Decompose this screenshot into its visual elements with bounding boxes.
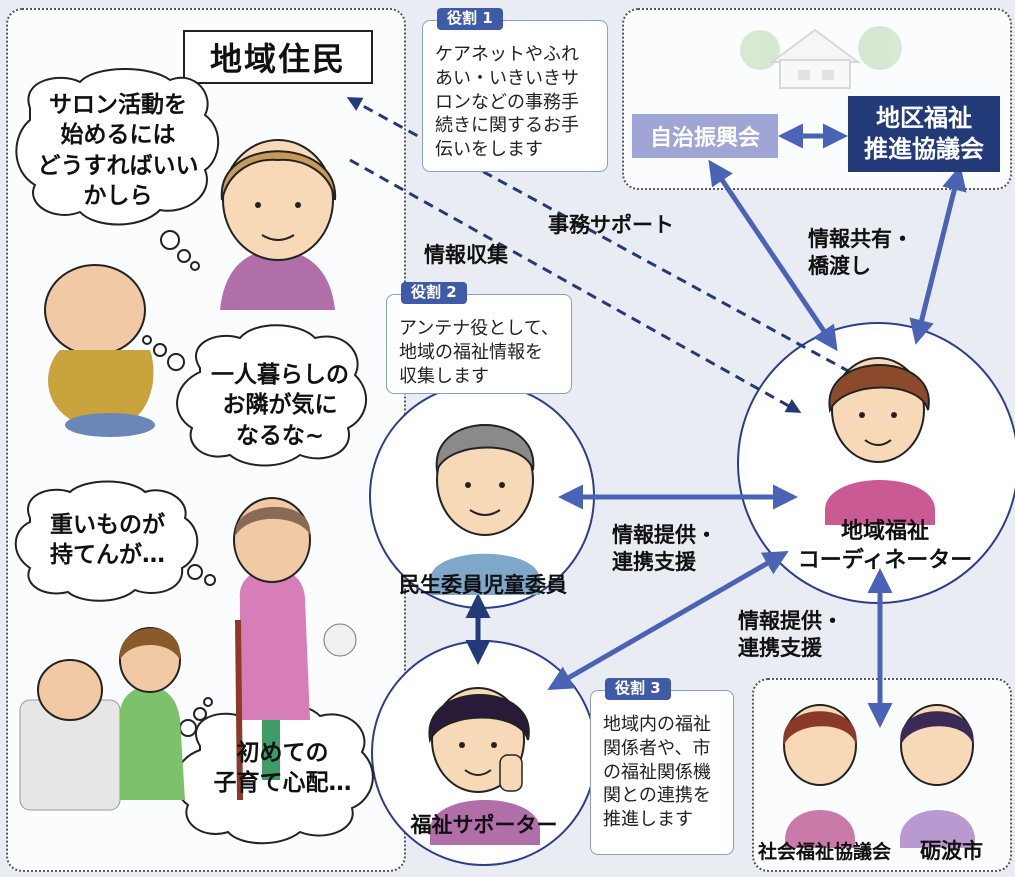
coordinator-figure — [825, 357, 935, 525]
bubble-text-2: 一人暮らしの お隣が気に なるな~ — [211, 362, 349, 449]
jichi-box: 自治振興会 — [632, 114, 778, 158]
thought-bubble-3 — [14, 480, 216, 602]
coordinator-label: 地域福祉 コーディネーター — [797, 519, 973, 573]
label-joho-shushu: 情報収集 — [424, 243, 508, 267]
minsei-label: 民生委員児童委員 — [399, 573, 567, 597]
house-icon — [740, 26, 902, 89]
city-figure — [900, 704, 975, 848]
thought-bubble-2 — [142, 324, 367, 467]
role-box-2: 役割 2 アンテナ役として、 地域の福祉情報を 収集します — [386, 282, 572, 394]
shakyo-figure — [783, 704, 857, 848]
arrow-supporter-coord — [547, 551, 789, 690]
mother-baby-figure — [19, 627, 185, 811]
role-box-3: 役割 3 地域内の福祉 関係者や、市 の福祉関係機 関との連携を 推進します — [590, 678, 734, 855]
label-teikyo-2: 情報提供・ 連携支援 — [738, 609, 843, 661]
arrow-joho-shushu — [349, 158, 802, 413]
supporter-label: 福祉サポーター — [410, 813, 558, 837]
minsei-figure — [430, 424, 540, 595]
residents-title: 地域住民 — [183, 30, 373, 84]
bubble-text-1: サロン活動を 始めるには どうすればいい かしら — [37, 92, 199, 210]
role-box-1: 役割 1 ケアネットやふれ あい・いきいきサ ロンなどの事務手 続きに関するお手… — [422, 8, 608, 172]
label-teikyo-1: 情報提供・ 連携支援 — [612, 523, 717, 575]
role-tag-2: 役割 2 — [401, 282, 467, 304]
woman-with-cane-figure — [233, 497, 357, 801]
thought-bubble-1 — [15, 68, 220, 271]
city-label: 砺波市 — [920, 839, 983, 863]
supporter-figure — [428, 687, 540, 845]
label-jimu: 事務サポート — [548, 213, 674, 237]
chiku-box: 地区福祉 推進協議会 — [848, 96, 1000, 172]
arrow-coord-chiku — [909, 165, 967, 345]
bubble-text-3: 重いものが 持てんが… — [50, 512, 165, 569]
shakyo-label: 社会福祉協議会 — [758, 841, 892, 863]
role-tag-1: 役割 1 — [437, 8, 503, 30]
old-man-figure — [44, 264, 155, 437]
label-kyoyu: 情報共有・ 橋渡し — [808, 227, 913, 279]
arrow-coord-jichi — [708, 159, 838, 352]
bubble-text-4: 初めての 子育て心配… — [213, 740, 352, 797]
role-tag-3: 役割 3 — [605, 678, 671, 700]
elderly-woman-figure — [220, 139, 337, 310]
